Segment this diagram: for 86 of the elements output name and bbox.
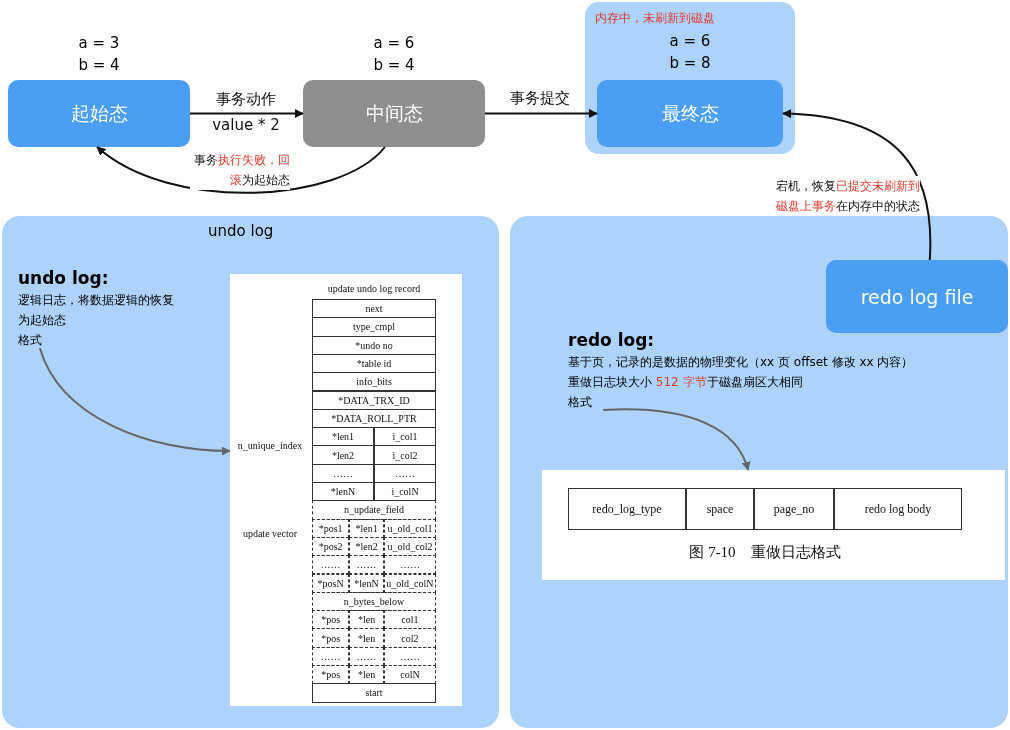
table-title: update undo log record — [326, 281, 422, 296]
table-cell: *len — [349, 665, 384, 685]
table-cell: start — [312, 683, 436, 703]
table-cell: …… — [312, 463, 374, 483]
state-label: redo log file — [860, 285, 974, 308]
table-cell: …… — [312, 555, 350, 575]
arrow — [189, 109, 304, 118]
table-cell: *lenN — [349, 573, 384, 593]
table-cell: *pos — [312, 628, 350, 648]
table-cell: u_old_col1 — [383, 518, 436, 538]
arrow — [96, 146, 386, 194]
memory-band — [585, 2, 795, 154]
edge-label: 事务提交 — [509, 88, 571, 109]
table-cell: n_update_field — [312, 500, 436, 520]
variable-value: b = 4 — [77, 56, 121, 74]
table-cell: …… — [312, 646, 350, 666]
table-cell: u_old_col2 — [383, 536, 436, 557]
arrow — [782, 109, 932, 261]
panel-title: undo log — [208, 222, 274, 240]
table-cell: info_bits — [312, 372, 436, 392]
table-cell: i_col2 — [374, 445, 436, 465]
description-text: 基于页，记录的是数据的物理变化（xx 页 offset 修改 xx 内容） — [568, 354, 915, 371]
table-cell: *len2 — [312, 445, 374, 465]
figure-caption: 图 7-10 重做日志格式 — [688, 542, 842, 562]
row-group-label: n_unique_index — [236, 438, 304, 453]
description-text: 重做日志块大小 512 字节于磁盘扇区大相同 — [568, 374, 804, 391]
state-box — [303, 80, 485, 147]
variable-value: b = 4 — [372, 56, 416, 74]
table-cell: …… — [349, 555, 384, 575]
table-cell: redo log body — [834, 488, 962, 530]
table-cell: …… — [383, 555, 436, 575]
table-cell: space — [686, 488, 754, 530]
table-cell: n_bytes_below — [312, 591, 436, 612]
table-cell: *pos2 — [312, 536, 350, 557]
table-cell: *table id — [312, 353, 436, 374]
description-heading: redo log: — [568, 329, 656, 352]
leader-arrow — [602, 408, 750, 471]
variable-value: a = 6 — [372, 34, 416, 52]
table-cell: i_col1 — [374, 427, 436, 447]
redo-log-format-table — [542, 470, 1005, 580]
table-cell: type_cmpl — [312, 317, 436, 337]
variable-value: b = 8 — [668, 54, 712, 72]
table-cell: …… — [349, 646, 384, 666]
table-cell: *lenN — [312, 482, 374, 502]
table-cell: *pos1 — [312, 518, 350, 538]
description-text: 格式 — [568, 394, 593, 411]
table-cell: *len2 — [349, 536, 384, 557]
table-cell: redo_log_type — [568, 488, 686, 530]
table-cell: *pos — [312, 610, 350, 630]
table-cell: …… — [374, 463, 436, 483]
table-cell: *DATA_ROLL_PTR — [312, 408, 436, 429]
arrow — [484, 109, 598, 118]
panel-background — [2, 216, 499, 728]
table-cell: page_no — [754, 488, 834, 530]
description-text: 格式 — [18, 332, 43, 349]
panel-background — [510, 216, 1008, 728]
table-cell: colN — [383, 665, 436, 685]
band-title: 内存中，未刷新到磁盘 — [595, 10, 715, 27]
table-cell: col2 — [383, 628, 436, 648]
state-label: 最终态 — [661, 100, 719, 126]
table-cell: *len1 — [349, 518, 384, 538]
state-box — [597, 80, 783, 147]
table-cell: *len — [349, 610, 384, 630]
table-cell: u_old_colN — [383, 573, 436, 593]
table-cell: *undo no — [312, 335, 436, 355]
leader-arrow — [38, 347, 231, 456]
variable-value: a = 6 — [668, 32, 712, 50]
table-cell: *DATA_TRX_ID — [312, 390, 436, 410]
variable-value: a = 3 — [77, 34, 121, 52]
table-cell: i_colN — [374, 482, 436, 502]
state-box — [8, 80, 190, 147]
state-label: 起始态 — [70, 100, 128, 126]
edge-label: 事务动作 value * 2 — [211, 89, 281, 136]
table-cell: *posN — [312, 573, 350, 593]
table-cell: *len1 — [312, 427, 374, 447]
undo-log-format-table — [230, 274, 462, 706]
table-cell: *pos — [312, 665, 350, 685]
table-cell: col1 — [383, 610, 436, 630]
row-group-label: update vector — [241, 526, 299, 541]
description-heading: undo log: — [18, 267, 110, 290]
table-cell: *len — [349, 628, 384, 648]
state-box — [826, 260, 1008, 333]
state-label: 中间态 — [365, 100, 423, 126]
description-text: 逻辑日志，将数据逻辑的恢复为起始态 — [18, 292, 174, 329]
table-cell: …… — [383, 646, 436, 666]
table-cell: next — [312, 299, 436, 319]
